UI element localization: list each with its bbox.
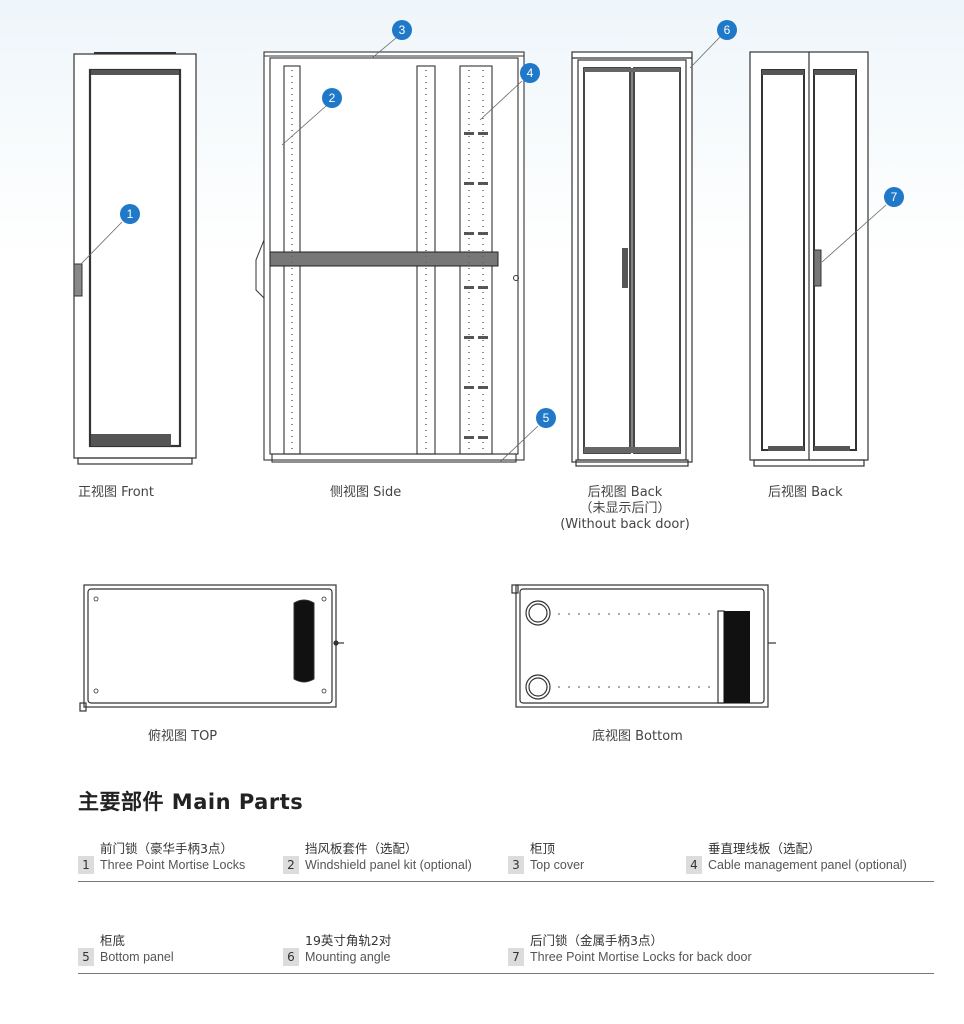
- caption-back-open: 后视图 Back （未显示后门） (Without back door): [550, 485, 700, 533]
- part-en-label: Windshield panel kit (optional): [305, 858, 472, 872]
- part-en-label: Mounting angle: [305, 950, 391, 964]
- callout-7: 7: [884, 187, 904, 207]
- callout-1: 1: [120, 204, 140, 224]
- part-en-label: Bottom panel: [100, 950, 174, 964]
- callout-3: 3: [392, 20, 412, 40]
- part-cn-label: 挡风板套件（选配）: [305, 841, 418, 856]
- caption-back: 后视图 Back: [768, 485, 843, 500]
- callout-5: 5: [536, 408, 556, 428]
- part-number-badge: 6: [283, 948, 299, 966]
- caption-back-open-line3: (Without back door): [560, 517, 690, 532]
- caption-top: 俯视图 TOP: [148, 729, 218, 744]
- part-cn-label: 柜顶: [530, 841, 556, 856]
- bottom-view-drawing: [511, 584, 776, 708]
- front-view-drawing: [73, 52, 197, 465]
- top-view-drawing: [79, 584, 344, 712]
- parts-row-2: 柜底 5 Bottom panel 19英寸角轨2对 6 Mounting an…: [78, 930, 934, 974]
- caption-front: 正视图 Front: [78, 485, 155, 500]
- parts-row-1: 前门锁（豪华手柄3点） 1 Three Point Mortise Locks …: [78, 838, 934, 882]
- part-en-label: Three Point Mortise Locks: [100, 858, 246, 872]
- part-number-badge: 5: [78, 948, 94, 966]
- part-en-label: Cable management panel (optional): [708, 858, 907, 872]
- part-cn-label: 19英寸角轨2对: [305, 933, 392, 948]
- part-cn-label: 垂直理线板（选配）: [708, 841, 821, 856]
- caption-side: 侧视图 Side: [330, 485, 402, 500]
- part-number-badge: 2: [283, 856, 299, 874]
- part-en-label: Three Point Mortise Locks for back door: [530, 950, 752, 964]
- caption-bottom: 底视图 Bottom: [592, 729, 683, 744]
- part-number-badge: 3: [508, 856, 524, 874]
- main-parts-title: 主要部件 Main Parts: [78, 790, 304, 814]
- part-cn-label: 柜底: [100, 933, 126, 948]
- part-cn-label: 后门锁（金属手柄3点）: [530, 933, 663, 948]
- part-cn-label: 前门锁（豪华手柄3点）: [100, 841, 233, 856]
- caption-back-open-line1: 后视图 Back: [587, 485, 663, 500]
- caption-back-open-line2: （未显示后门）: [579, 501, 671, 516]
- part-number-badge: 1: [78, 856, 94, 874]
- part-en-label: Top cover: [530, 858, 585, 872]
- callout-4: 4: [520, 63, 540, 83]
- part-number-badge: 7: [508, 948, 524, 966]
- callout-2: 2: [322, 88, 342, 108]
- part-number-badge: 4: [686, 856, 702, 874]
- back-view-drawing: [749, 51, 869, 467]
- side-view-drawing: [255, 51, 525, 463]
- callout-6: 6: [717, 20, 737, 40]
- back-view-open-drawing: [571, 51, 693, 467]
